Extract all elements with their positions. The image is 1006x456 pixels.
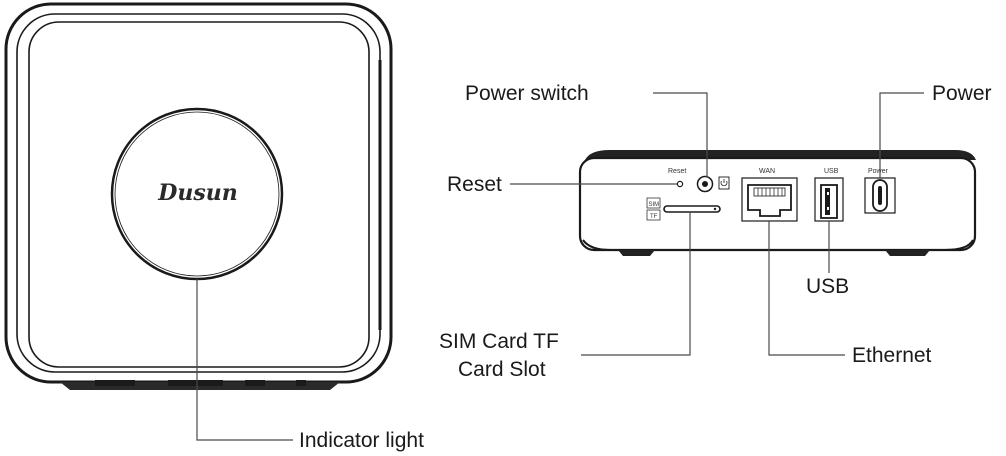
- usb-callout: USB: [806, 275, 849, 298]
- power-port-label: Power: [868, 168, 889, 175]
- reset-port-label: Reset: [668, 168, 686, 175]
- ethernet-port: [747, 184, 792, 217]
- usb-port: [820, 184, 838, 219]
- indicator-light-leader: [196, 279, 293, 441]
- back-view-device: Reset SIM TF WAN U: [578, 150, 977, 256]
- sim-tf-callout-line1: SIM Card TF: [439, 330, 559, 353]
- reset-hole: [676, 180, 684, 188]
- power-symbol-icon: [720, 179, 728, 186]
- sim-tf-leader: [581, 212, 691, 356]
- ethernet-leader: [768, 221, 845, 356]
- power-port: [872, 179, 888, 212]
- wan-port-label: WAN: [759, 168, 775, 175]
- sim-port-label: SIM: [649, 202, 660, 208]
- indicator-light-callout: Indicator light: [299, 429, 424, 452]
- power-callout: Power: [932, 82, 992, 105]
- reset-callout: Reset: [447, 173, 502, 196]
- power-leader: [879, 92, 924, 178]
- dusun-logo: Dusun: [157, 180, 237, 206]
- power-switch-leader: [653, 92, 708, 177]
- sim-tf-slot: [663, 205, 721, 213]
- sim-tf-callout-line2: Card Slot: [458, 358, 546, 381]
- usb-port-label: USB: [824, 168, 839, 175]
- front-view-device: Dusun: [4, 2, 393, 390]
- ethernet-callout: Ethernet: [852, 344, 932, 367]
- power-switch-callout: Power switch: [465, 82, 589, 105]
- tf-port-label: TF: [650, 214, 658, 220]
